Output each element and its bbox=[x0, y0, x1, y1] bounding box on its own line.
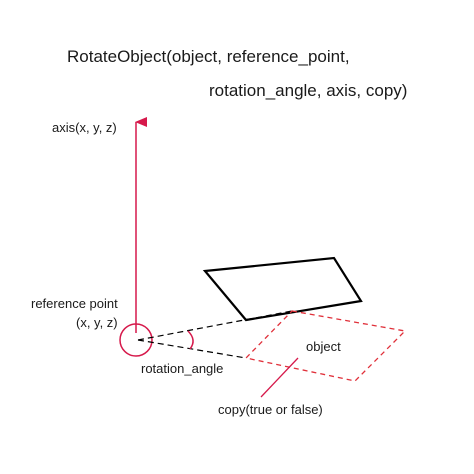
rotation-angle-arc bbox=[187, 330, 194, 350]
copy-label: copy(true or false) bbox=[218, 402, 323, 417]
function-signature-line-1: RotateObject(object, reference_point, bbox=[67, 47, 350, 66]
dashed-line-to-copy bbox=[137, 339, 247, 359]
rotated-copy-shape bbox=[244, 310, 407, 382]
function-signature-line-2: rotation_angle, axis, copy) bbox=[209, 81, 408, 100]
reference-point-circle bbox=[119, 323, 153, 357]
copy-pointer-line bbox=[260, 357, 299, 398]
rotation-angle-label: rotation_angle bbox=[141, 361, 224, 376]
reference-point-coords-label: (x, y, z) bbox=[76, 315, 118, 330]
reference-point-label: reference point bbox=[31, 296, 118, 311]
axis-label: axis(x, y, z) bbox=[52, 120, 117, 135]
object-label: object bbox=[306, 339, 341, 354]
original-object-shape bbox=[202, 256, 363, 322]
